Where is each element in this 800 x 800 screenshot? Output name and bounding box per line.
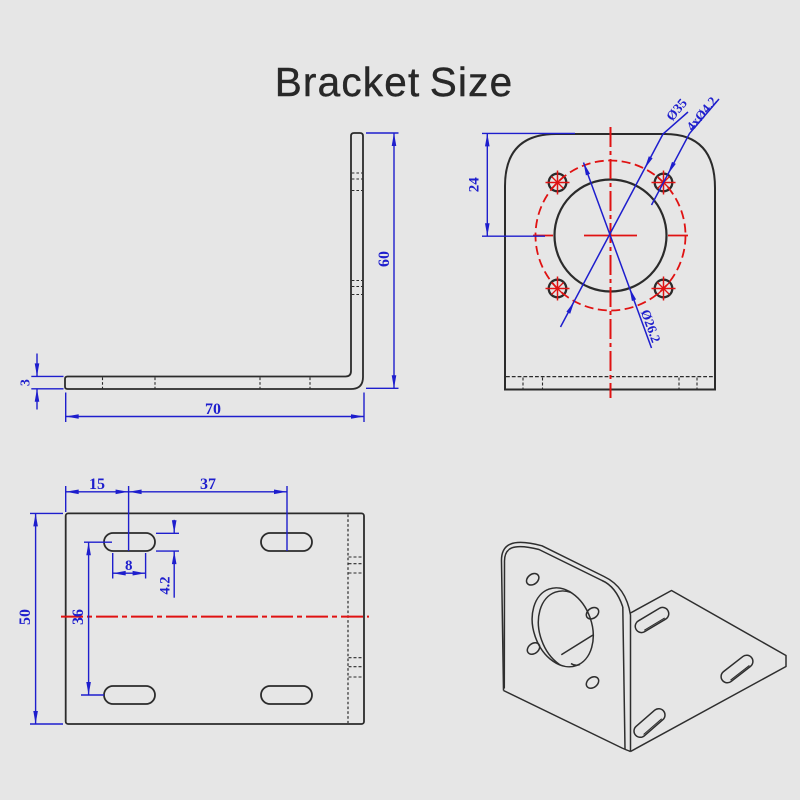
svg-text:8: 8 <box>125 558 133 574</box>
svg-text:37: 37 <box>200 476 216 493</box>
svg-text:4.2: 4.2 <box>158 576 174 594</box>
svg-text:3: 3 <box>19 379 34 386</box>
svg-text:36: 36 <box>70 609 87 625</box>
svg-text:Bracket Size: Bracket Size <box>275 59 514 105</box>
svg-text:24: 24 <box>467 177 483 193</box>
svg-text:60: 60 <box>376 251 393 267</box>
svg-text:4xØ4.2: 4xØ4.2 <box>683 94 720 134</box>
svg-text:15: 15 <box>89 476 105 493</box>
svg-text:Ø26.2: Ø26.2 <box>638 307 664 344</box>
svg-text:50: 50 <box>17 609 34 625</box>
svg-text:70: 70 <box>205 401 221 418</box>
